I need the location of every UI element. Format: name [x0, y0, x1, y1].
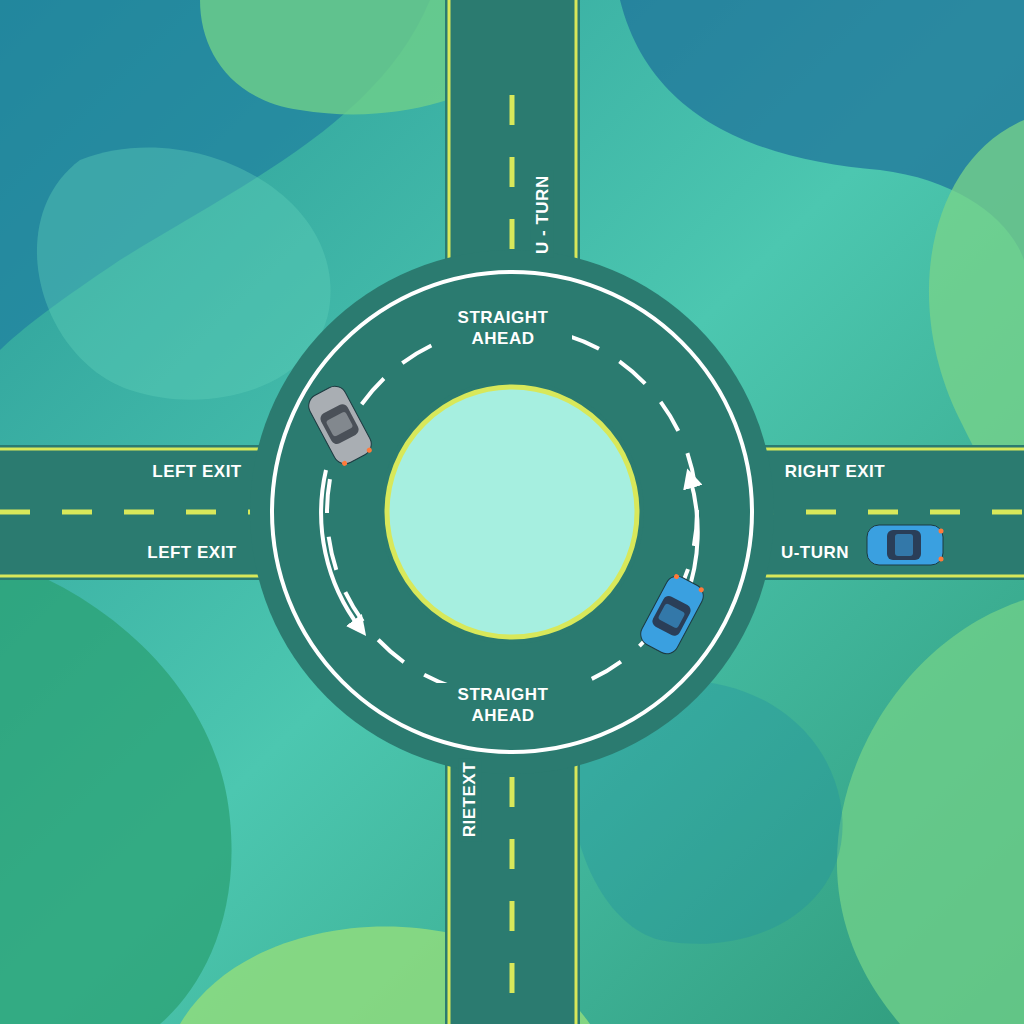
car-light — [673, 573, 680, 580]
road-label: RIGHT EXIT — [781, 460, 889, 483]
car — [637, 572, 708, 658]
car-light — [939, 529, 944, 534]
car-roof — [318, 402, 360, 446]
cars — [305, 382, 944, 658]
direction-arrow — [321, 470, 360, 628]
roundabout-outer — [272, 272, 752, 752]
road-label: STRAIGHT AHEAD — [434, 683, 572, 728]
car-light — [939, 557, 944, 562]
car-light — [341, 460, 348, 467]
lane-divider — [327, 327, 697, 697]
road-label: RIETEXT — [458, 758, 481, 841]
road-label: U - TURN — [530, 172, 553, 259]
car-top — [658, 603, 686, 629]
road-label: STRAIGHT AHEAD — [434, 306, 572, 351]
car-light — [366, 447, 373, 454]
car-body — [637, 572, 708, 658]
car-light — [698, 586, 705, 593]
car-top — [326, 411, 354, 437]
car-top — [895, 534, 913, 556]
blob — [0, 560, 232, 1024]
car — [867, 525, 944, 565]
road-label: U-TURN — [777, 541, 853, 564]
central-island — [387, 387, 637, 637]
center-lines — [0, 95, 1024, 1024]
car-roof — [650, 594, 692, 638]
car — [305, 382, 376, 468]
roundabout-apron — [250, 250, 774, 774]
blob — [37, 147, 331, 399]
island-border — [380, 380, 644, 644]
car-roof — [887, 530, 921, 560]
road-label: LEFT EXIT — [148, 460, 246, 483]
car-body — [867, 525, 943, 565]
road-label: LEFT EXIT — [143, 541, 241, 564]
blob — [837, 600, 1024, 1024]
car-body — [305, 382, 376, 468]
